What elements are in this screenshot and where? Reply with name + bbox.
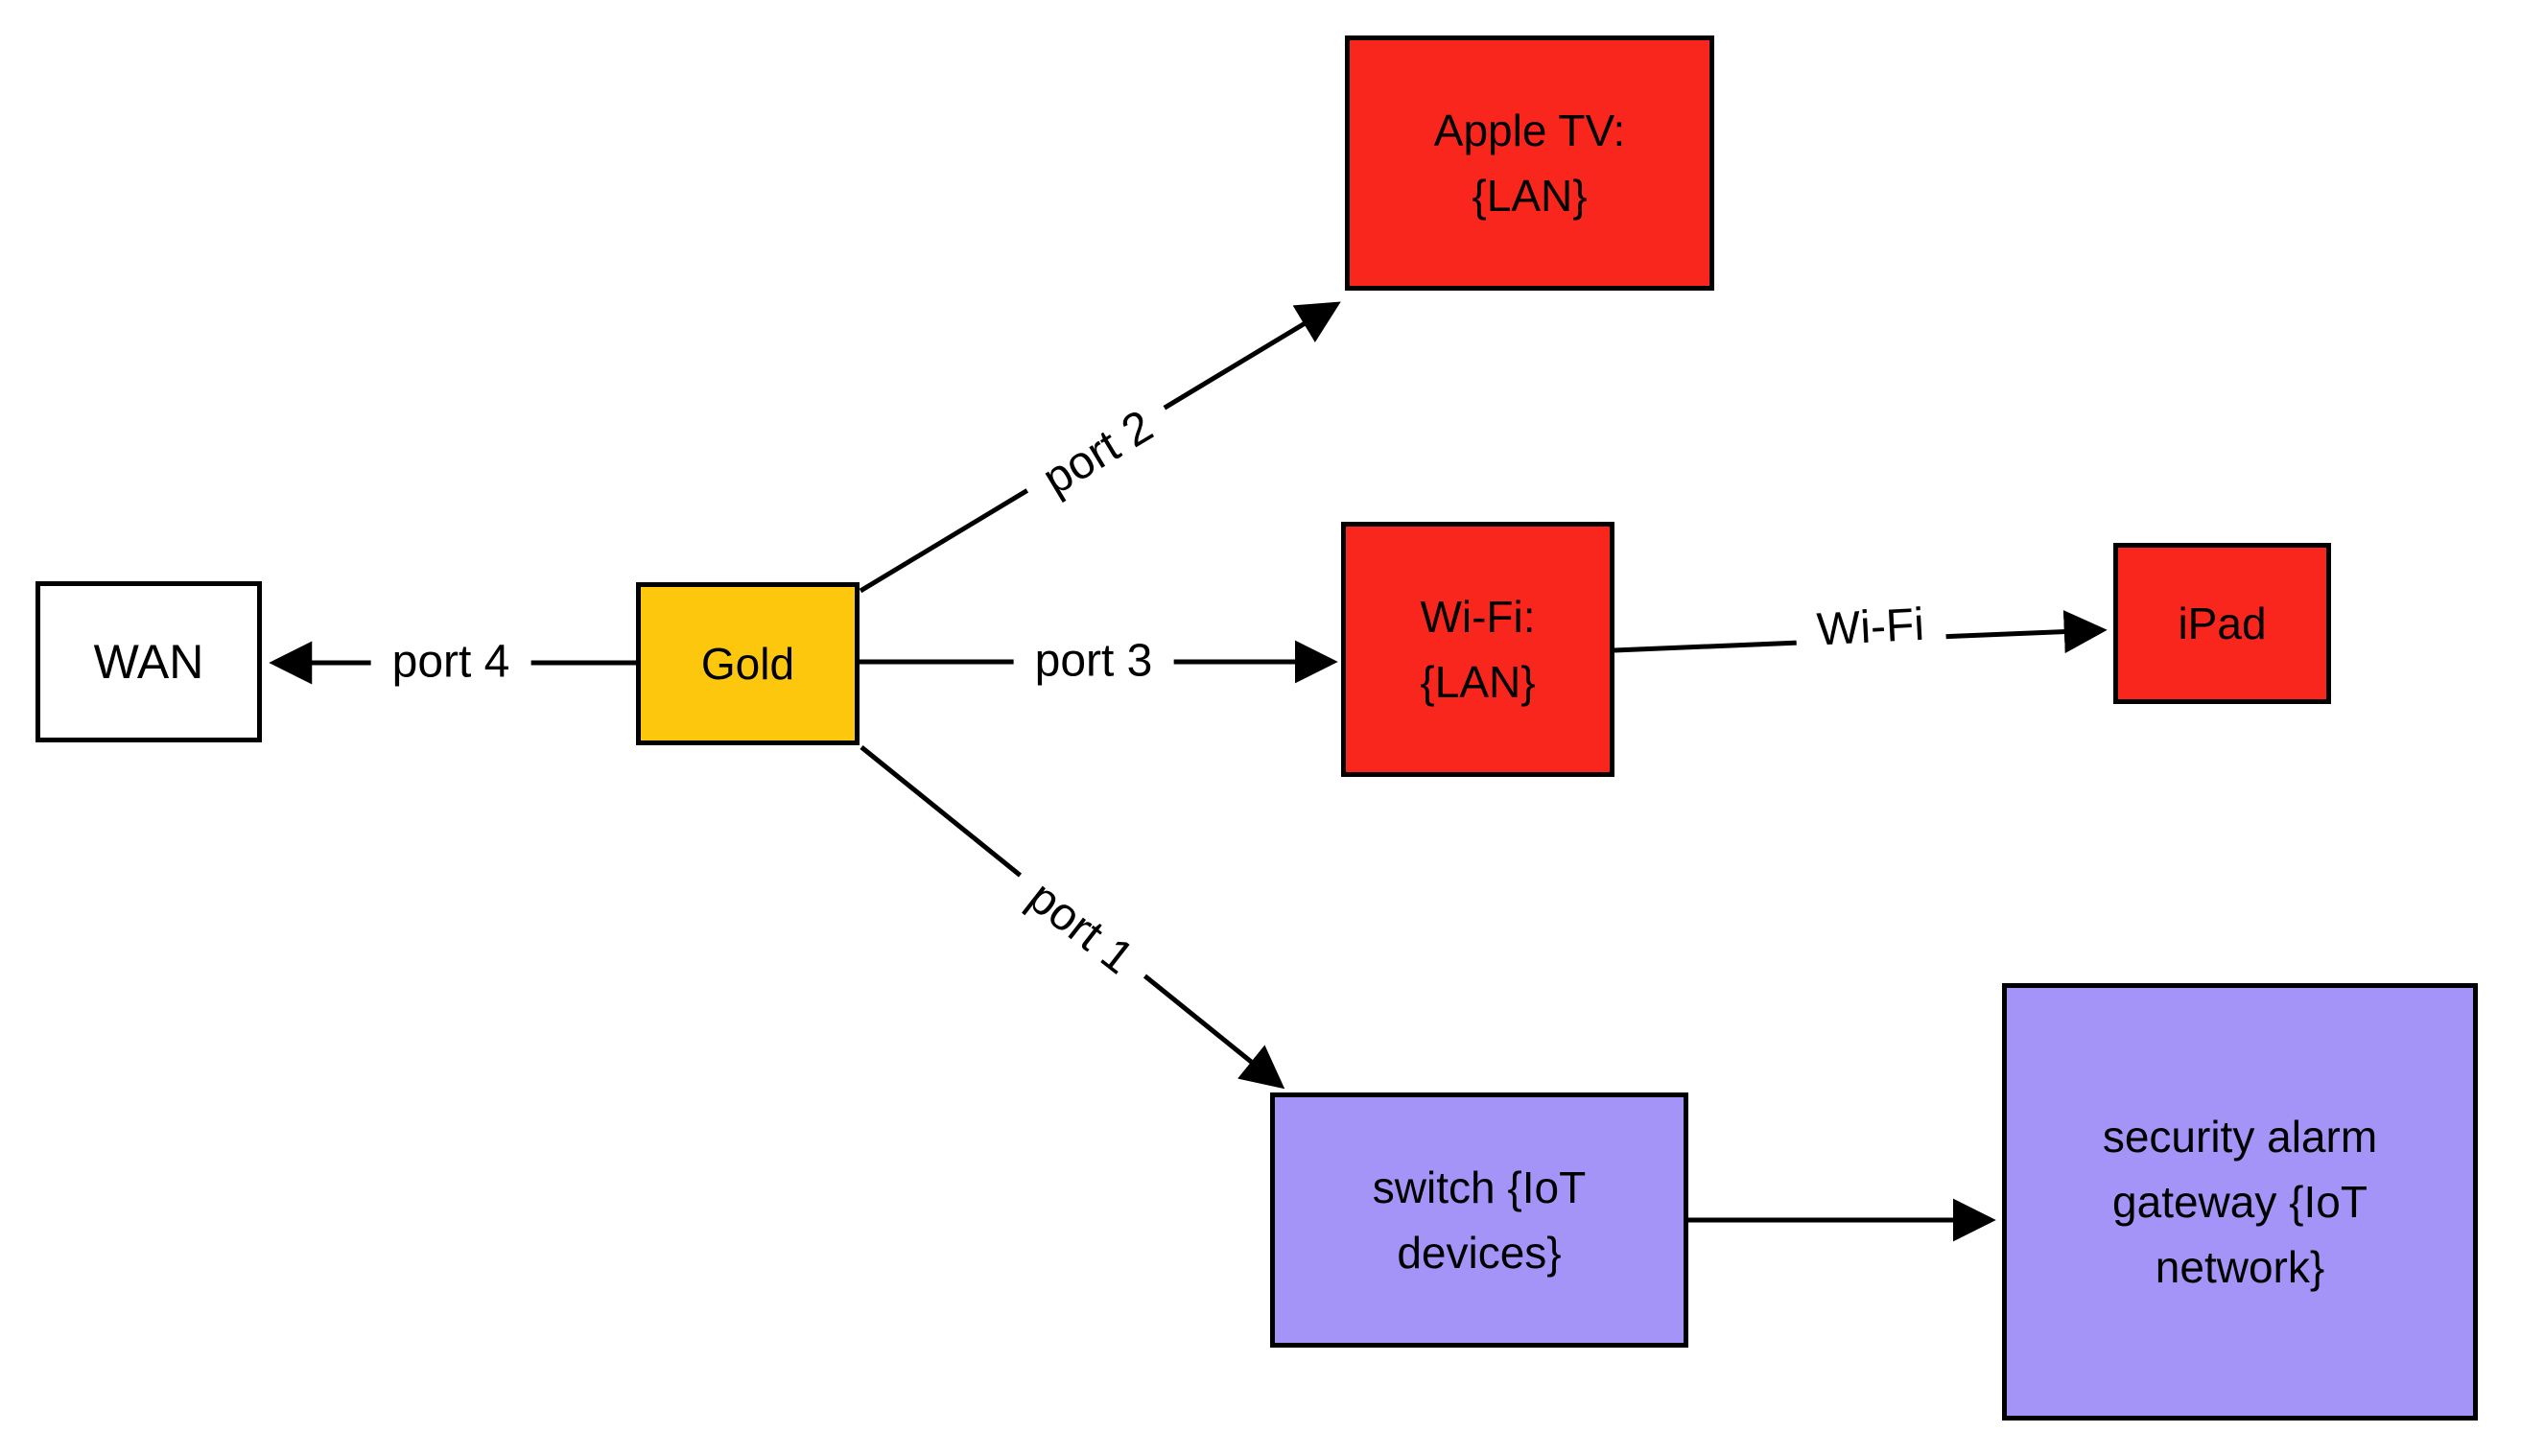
node-gateway-label-line: network} [2155, 1242, 2325, 1293]
node-wifi-lan: Wi-Fi: {LAN} [1341, 522, 1614, 777]
node-wifi-label-line: Wi-Fi: [1420, 591, 1536, 642]
node-ipad: iPad [2113, 543, 2331, 704]
node-ipad-label: iPad [2178, 598, 2267, 648]
node-wan-label: WAN [93, 635, 204, 689]
node-apple-tv-label-line: Apple TV: [1433, 105, 1626, 155]
node-wifi-label-line: {LAN} [1420, 657, 1536, 707]
node-gold-router: Gold [636, 582, 860, 745]
node-gateway-label-line: gateway {IoT [2112, 1176, 2368, 1227]
edge-label-wifi: Wi-Fi [1794, 597, 1947, 660]
node-gateway-label-line: security alarm [2102, 1111, 2378, 1162]
node-iot-switch-label-line: switch {IoT [1372, 1162, 1587, 1212]
node-gold-label: Gold [700, 638, 795, 689]
node-security-alarm-gateway: security alarm gateway {IoT network} [2002, 983, 2478, 1421]
node-iot-switch: switch {IoT devices} [1270, 1092, 1688, 1348]
edge-label-port-3: port 3 [1013, 634, 1174, 690]
node-wan: WAN [35, 581, 262, 742]
node-apple-tv: Apple TV: {LAN} [1345, 35, 1714, 291]
node-iot-switch-label-line: devices} [1397, 1228, 1562, 1278]
node-apple-tv-label-line: {LAN} [1472, 171, 1588, 221]
edge-label-port-4: port 4 [370, 635, 531, 691]
